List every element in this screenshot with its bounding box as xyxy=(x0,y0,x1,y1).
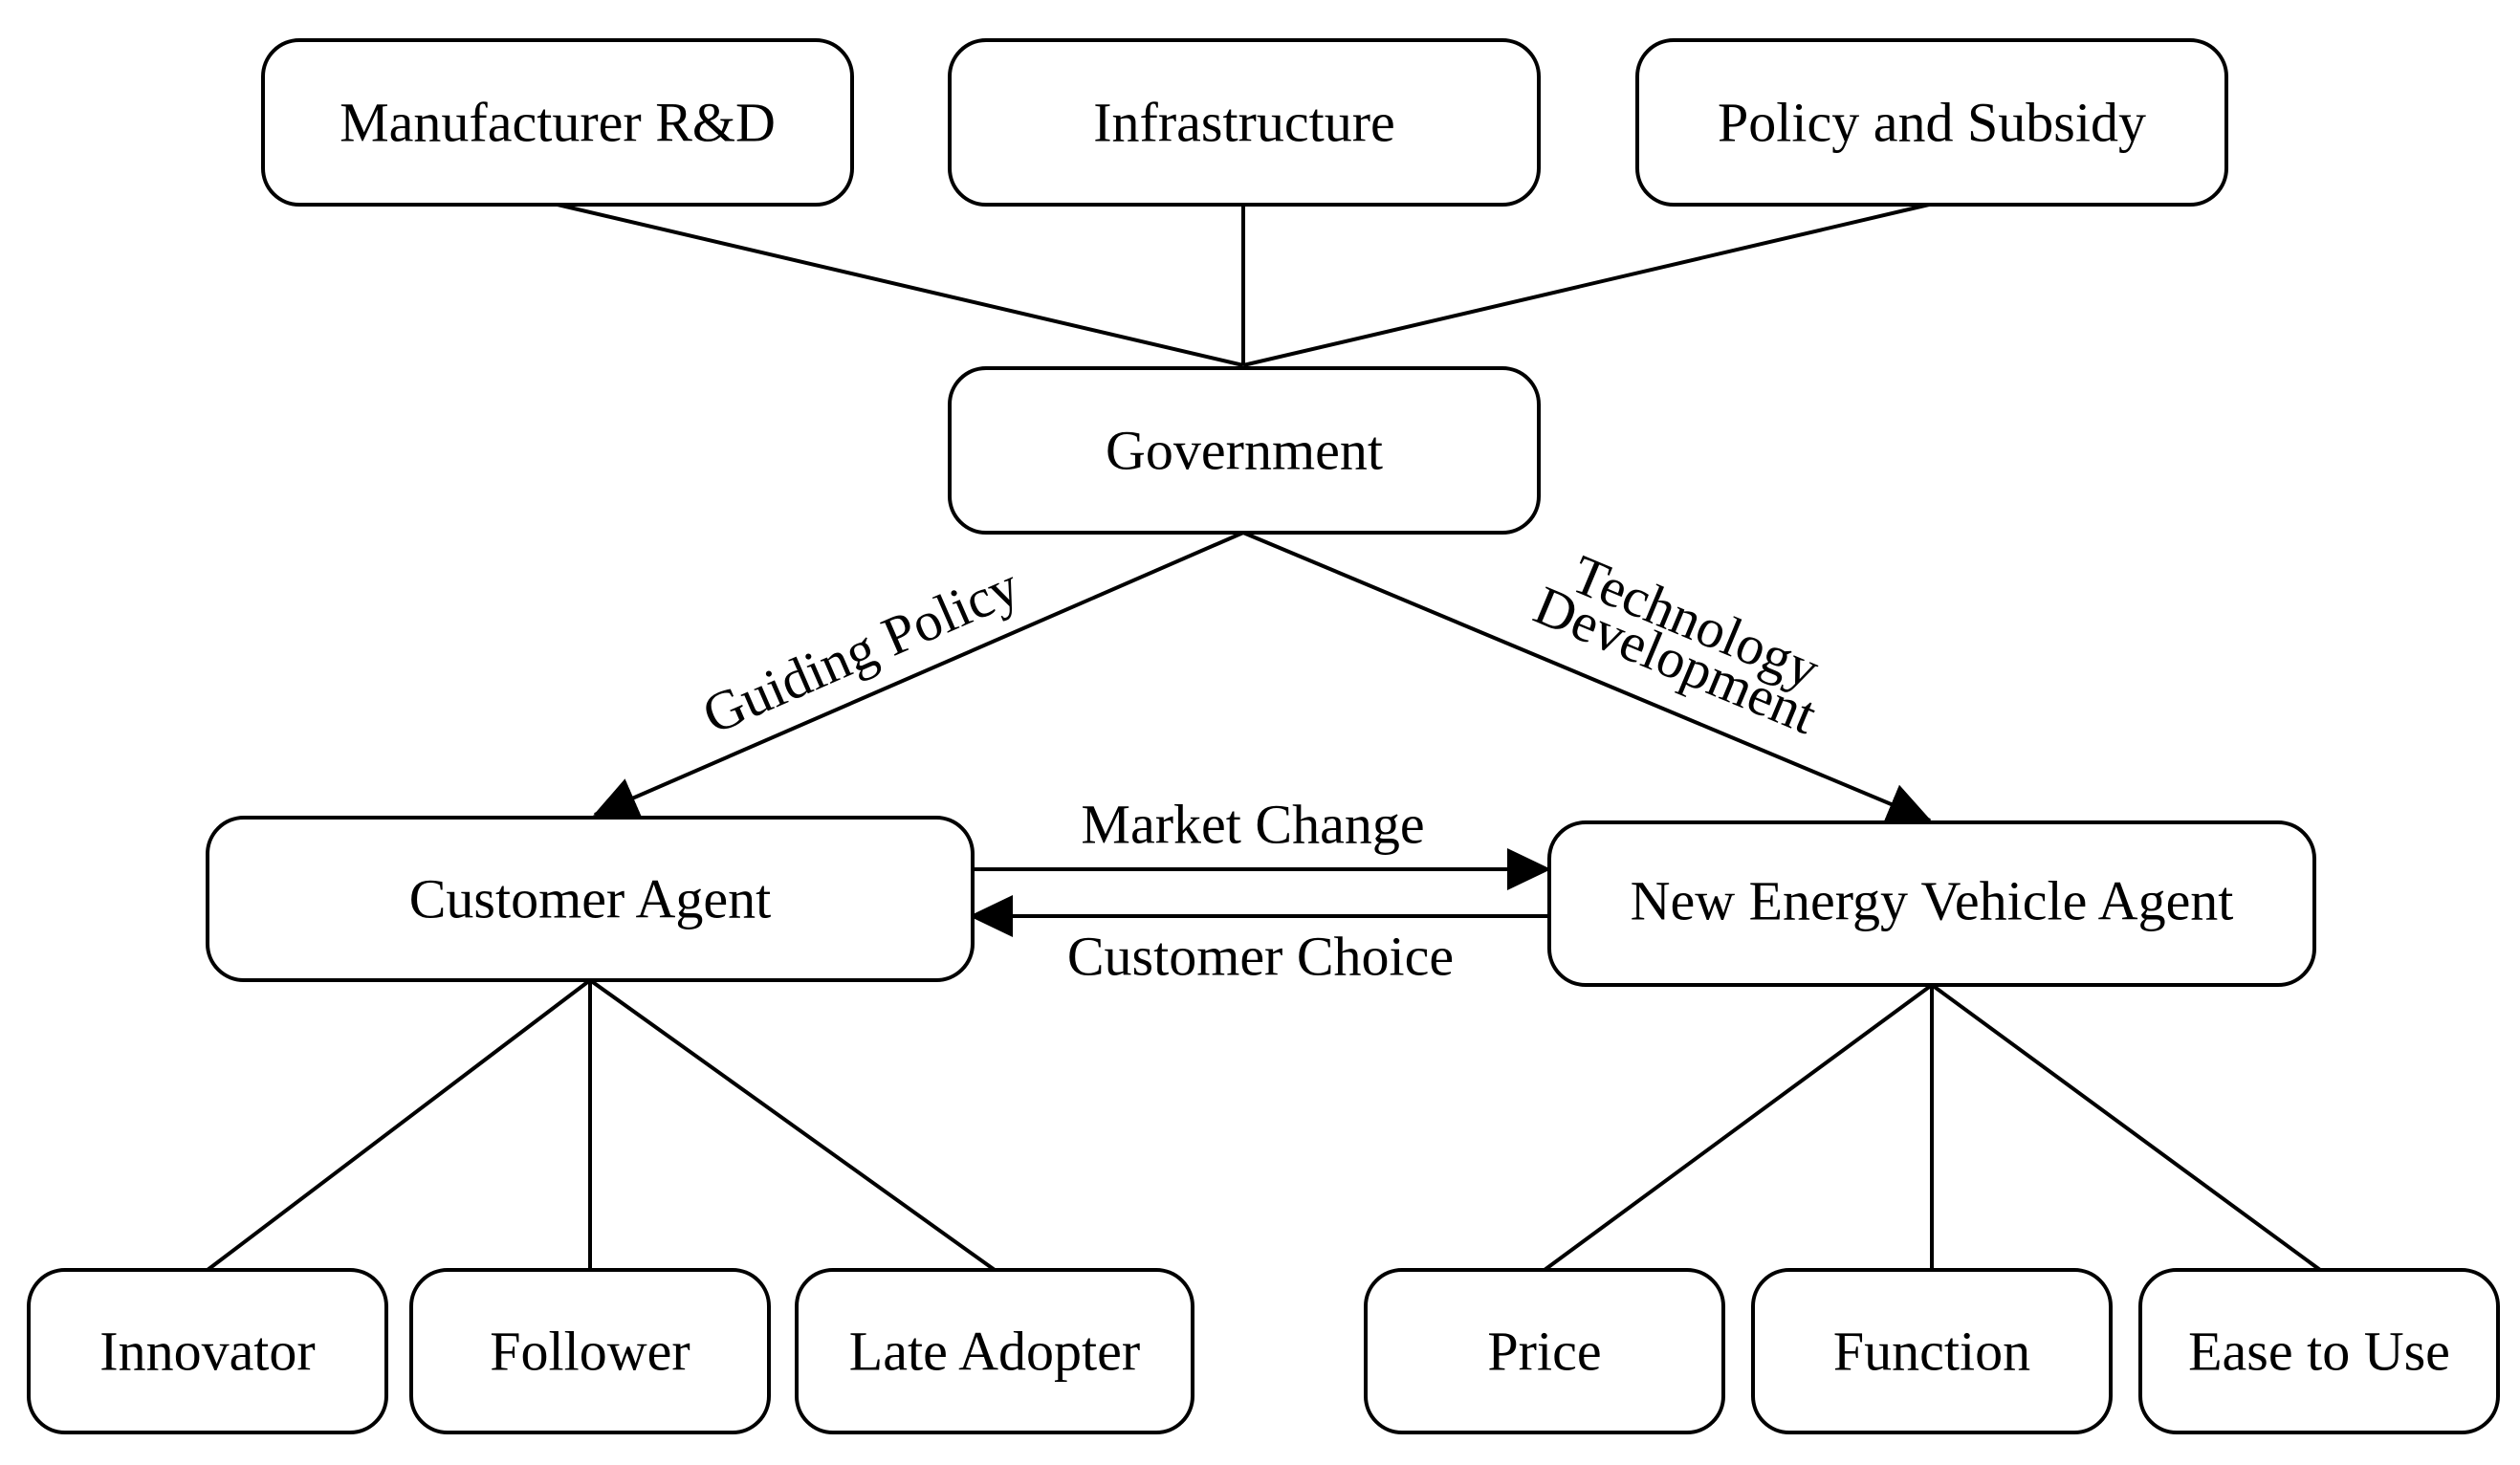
node-customer-agent-label: Customer Agent xyxy=(409,868,772,930)
node-policy-subsidy-label: Policy and Subsidy xyxy=(1718,92,2146,154)
link-manufacturer-to-government xyxy=(557,203,1244,367)
arrow-government-to-customer xyxy=(593,531,1244,818)
node-function: Function xyxy=(1751,1268,2113,1434)
node-ease-to-use: Ease to Use xyxy=(2138,1268,2500,1434)
node-follower-label: Follower xyxy=(490,1321,690,1383)
node-manufacturer-rd-label: Manufacturer R&D xyxy=(340,92,776,154)
node-policy-subsidy: Policy and Subsidy xyxy=(1635,38,2228,207)
node-infrastructure: Infrastructure xyxy=(948,38,1541,207)
node-follower: Follower xyxy=(409,1268,771,1434)
node-ease-to-use-label: Ease to Use xyxy=(2188,1321,2450,1383)
node-innovator-label: Innovator xyxy=(99,1321,316,1383)
node-customer-agent: Customer Agent xyxy=(206,816,975,982)
link-policy-to-government xyxy=(1242,203,1930,367)
node-nev-agent: New Energy Vehicle Agent xyxy=(1547,820,2316,987)
edge-label-guiding-policy: Guiding Policy xyxy=(693,555,1027,746)
node-infrastructure-label: Infrastructure xyxy=(1093,92,1395,154)
edge-label-customer-choice: Customer Choice xyxy=(1067,926,1454,988)
node-price: Price xyxy=(1364,1268,1725,1434)
node-manufacturer-rd: Manufacturer R&D xyxy=(261,38,854,207)
node-late-adopter: Late Adopter xyxy=(795,1268,1194,1434)
node-innovator: Innovator xyxy=(27,1268,388,1434)
node-price-label: Price xyxy=(1487,1321,1601,1383)
node-government-label: Government xyxy=(1106,420,1383,482)
node-function-label: Function xyxy=(1833,1321,2030,1383)
link-customer-to-innovator xyxy=(206,978,592,1272)
edge-label-market-change: Market Change xyxy=(1081,794,1424,856)
link-nev-to-ease xyxy=(1930,983,2322,1272)
link-nev-to-price xyxy=(1543,983,1934,1272)
connectors xyxy=(206,203,2322,1272)
arrow-government-to-nev xyxy=(1242,531,1932,824)
node-nev-agent-label: New Energy Vehicle Agent xyxy=(1631,870,2234,932)
node-late-adopter-label: Late Adopter xyxy=(849,1321,1140,1383)
link-customer-to-late-adopter xyxy=(588,978,997,1272)
node-government: Government xyxy=(948,366,1541,535)
